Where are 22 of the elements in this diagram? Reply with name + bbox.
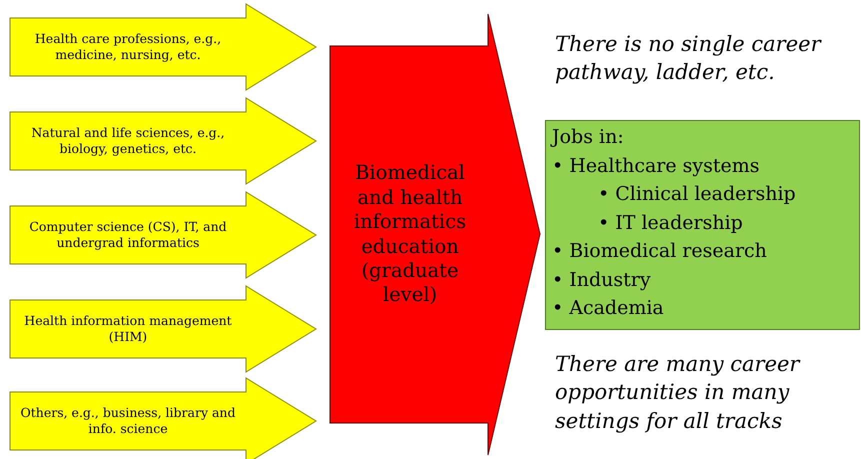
arrow-shape xyxy=(10,378,316,459)
list-item: • Academia xyxy=(552,296,664,321)
arrow-shape xyxy=(10,4,316,90)
node-label: Health care professions, e.g., medicine, nursing, etc. xyxy=(34,31,222,63)
list-item: • Biomedical research xyxy=(552,239,767,264)
arrow-shape xyxy=(10,286,316,372)
arrow-shape xyxy=(10,98,316,184)
node-label: Biomedical and health informatics education (graduate level) xyxy=(352,161,468,308)
node-label: Natural and life sciences, e.g., biology, genetics, etc. xyxy=(30,125,226,157)
node-label: Health information management (HIM) xyxy=(23,313,233,345)
note-text: There is no single career pathway, ladder, etc. xyxy=(555,31,823,86)
list-item: • Clinical leadership xyxy=(598,182,796,207)
note-text: There are many career opportunities in many settings for all tracks xyxy=(555,351,802,435)
list-item: • Industry xyxy=(552,268,651,292)
node-label: Others, e.g., business, library and info. science xyxy=(20,405,236,437)
list-heading: Jobs in: xyxy=(552,125,624,150)
list-item: • IT leadership xyxy=(598,210,743,236)
jobs-box xyxy=(545,120,860,330)
arrow-shape xyxy=(10,192,316,278)
node-label: Computer science (CS), IT, and undergrad informatics xyxy=(28,219,228,251)
list-item: • Healthcare systems xyxy=(552,154,760,178)
arrow-shape xyxy=(330,14,540,455)
